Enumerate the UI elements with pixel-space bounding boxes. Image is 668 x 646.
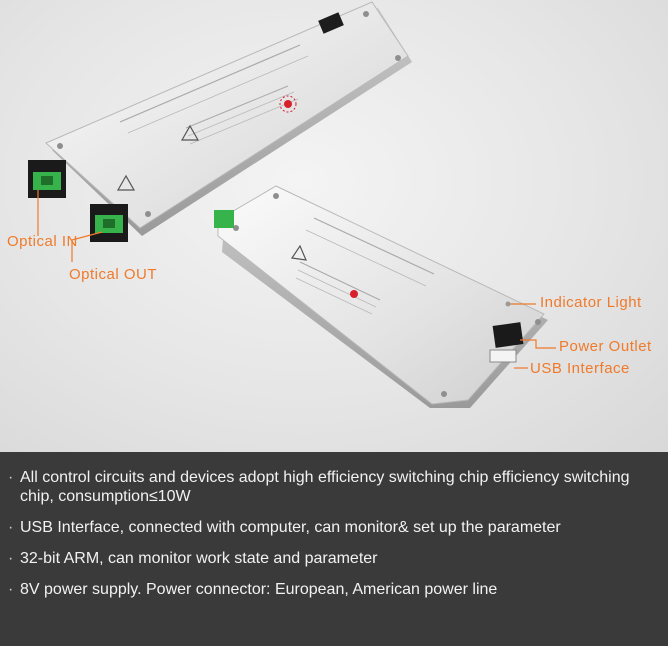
module-upper-top [45,1,409,229]
optical-connector-rear [214,210,234,228]
laser-warning-icon [350,290,358,298]
leader-power-outlet [520,339,556,349]
feature-item: · 32-bit ARM, can monitor work state and… [6,549,650,568]
feature-list: · All control circuits and devices adopt… [6,468,650,599]
bullet-icon: · [8,519,14,536]
bullet-icon: · [8,469,14,486]
optical-out-connector [90,204,128,242]
screw-icon [535,319,541,325]
callout-optical-in: Optical IN [7,233,78,250]
product-photo: Optical IN Optical OUT Indicator Light P… [0,0,668,452]
optical-out-port [103,219,115,228]
engraved-text-line [299,261,381,301]
feature-text: USB Interface, connected with computer, … [20,519,561,536]
callout-power-outlet: Power Outlet [559,338,652,355]
screw-icon [273,193,279,199]
engraved-text-line [187,91,295,137]
callout-usb-interface: USB Interface [530,360,630,377]
engraved-text-line [295,277,373,315]
screw-icon [441,391,447,397]
screw-icon [145,211,151,217]
module-lower [214,185,548,408]
usb-interface [489,349,517,363]
optical-in-port [41,176,53,185]
engraved-text-line [189,98,299,145]
screw-icon [395,55,401,61]
callout-leaders [37,190,556,369]
feature-panel: · All control circuits and devices adopt… [0,452,668,646]
engraved-text-line [127,55,309,134]
engraved-text-line [305,229,427,287]
warning-triangle-icon [180,124,200,141]
feature-item: · All control circuits and devices adopt… [6,468,650,506]
optical-in-connector [28,160,66,198]
rear-power-connector [318,12,344,34]
callout-optical-out: Optical OUT [69,266,158,283]
laser-warning-icon [284,100,292,108]
screw-icon [233,225,239,231]
power-outlet [492,322,524,348]
screw-icon [363,11,369,17]
module-upper [28,1,412,242]
module-lower-top [217,185,545,405]
feature-text: 32-bit ARM, can monitor work state and p… [20,550,378,567]
bullet-icon: · [8,581,14,598]
amplifier-module-illustration [28,1,556,408]
feature-text: All control circuits and devices adopt h… [20,469,630,505]
engraved-text-line [119,44,301,123]
laser-warning-rays [279,95,297,113]
callout-indicator-light: Indicator Light [540,294,642,311]
screw-icon [57,143,63,149]
leader-optical-out [71,231,103,262]
bullet-icon: · [8,550,14,567]
engraved-text-line [297,269,377,308]
indicator-light [505,301,511,307]
feature-item: · USB Interface, connected with computer… [6,518,650,537]
laser-triangle-icon [116,174,136,191]
feature-text: 8V power supply. Power connector: Europe… [20,581,498,598]
warning-triangle-icon [290,244,307,261]
engraved-text-line [185,85,289,129]
feature-item: · 8V power supply. Power connector: Euro… [6,580,650,599]
engraved-text-line [313,217,435,275]
